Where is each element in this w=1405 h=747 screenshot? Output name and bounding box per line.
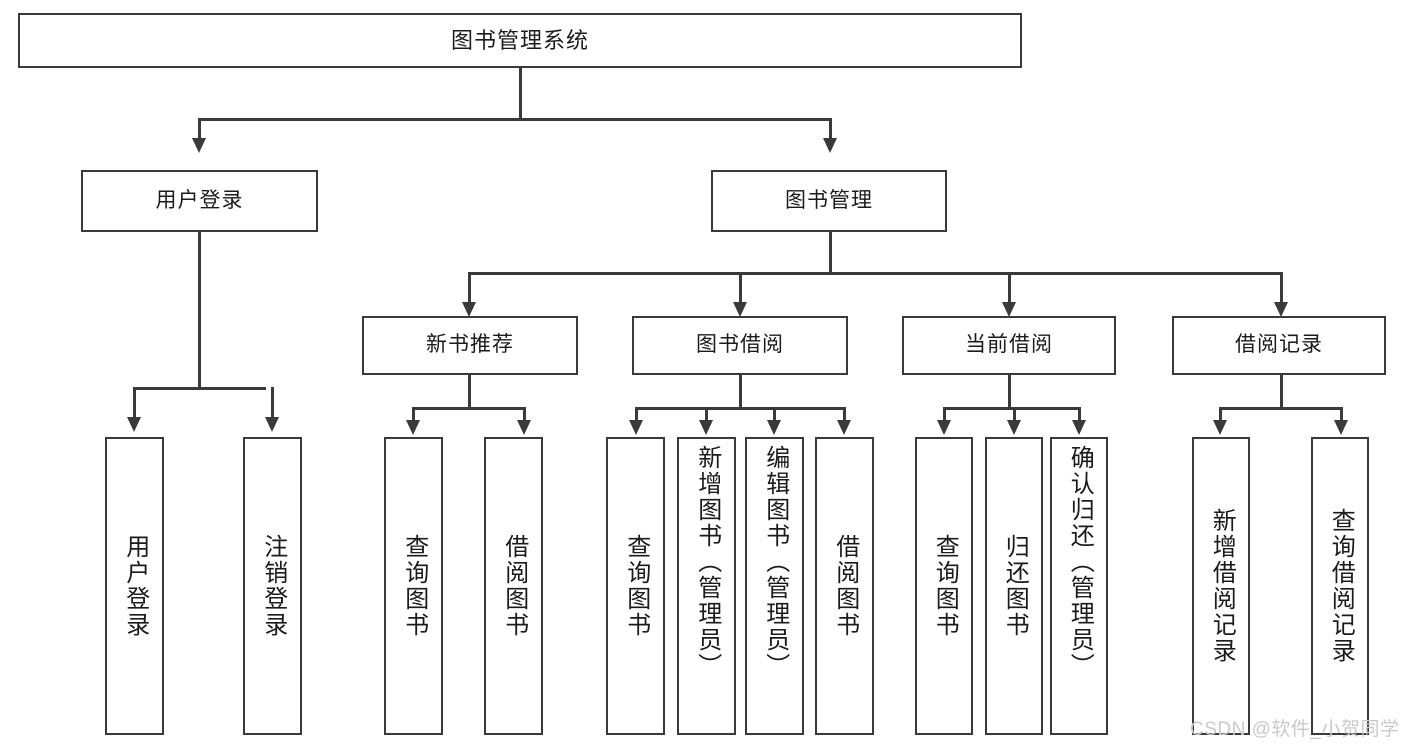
connector-user-login-stem <box>198 232 201 387</box>
node-label: 新书推荐 <box>426 333 514 357</box>
connector-new-book-drop-2 <box>523 407 526 422</box>
connector-root-stem <box>519 68 522 118</box>
leaf-query-book-recommend[interactable]: 查询图书 <box>384 437 443 735</box>
arrowhead-leaf-query-book-3 <box>937 420 951 435</box>
node-root-book-management-system[interactable]: 图书管理系统 <box>18 13 1022 68</box>
connector-current-borrow-bus <box>943 407 1079 410</box>
arrowhead-leaf-borrow-book-1 <box>517 420 531 435</box>
node-user-login[interactable]: 用户登录 <box>81 170 318 232</box>
connector-book-management-stem <box>829 232 832 272</box>
arrowhead-leaf-add-record <box>1213 420 1227 435</box>
connector-current-borrow-drop-2 <box>1013 407 1016 422</box>
arrowhead-leaf-query-record <box>1334 420 1348 435</box>
leaf-label: 用户登录 <box>121 534 149 638</box>
arrowhead-leaf-add-book <box>699 420 713 435</box>
connector-borrow-record-bus <box>1219 407 1342 410</box>
node-label: 图书管理系统 <box>450 27 589 53</box>
connector-drop-user-login <box>198 118 201 140</box>
leaf-label: 新增借阅记录 <box>1208 508 1236 664</box>
leaf-label: 查询图书 <box>400 534 428 638</box>
node-book-management[interactable]: 图书管理 <box>711 170 947 232</box>
connector-new-book-drop-1 <box>412 407 415 422</box>
leaf-user-login[interactable]: 用户登录 <box>105 437 164 735</box>
leaf-add-book-admin[interactable]: 新增图书（管理员） <box>677 437 736 735</box>
connector-level2-bus <box>198 118 832 121</box>
leaf-label: 借阅图书 <box>500 534 528 638</box>
arrowhead-book-management <box>823 138 837 153</box>
leaf-return-book[interactable]: 归还图书 <box>985 437 1043 735</box>
connector-drop-book-borrow <box>739 272 742 304</box>
arrowhead-book-borrow <box>733 302 747 317</box>
connector-drop-current-borrow <box>1008 272 1011 304</box>
arrowhead-leaf-edit-book <box>767 420 781 435</box>
leaf-add-borrow-record[interactable]: 新增借阅记录 <box>1192 437 1250 735</box>
node-label: 用户登录 <box>155 188 244 212</box>
connector-book-borrow-drop-4 <box>843 407 846 422</box>
connector-book-borrow-drop-2 <box>705 407 708 422</box>
connector-user-login-drop-1 <box>133 387 136 419</box>
leaf-label: 查询图书 <box>622 534 650 638</box>
arrowhead-leaf-confirm-return <box>1072 420 1086 435</box>
node-current-borrow[interactable]: 当前借阅 <box>902 316 1116 375</box>
arrowhead-new-book-recommend <box>462 302 476 317</box>
leaf-label: 确认归还（管理员） <box>1066 445 1094 679</box>
connector-borrow-record-drop-1 <box>1219 407 1222 422</box>
arrowhead-leaf-query-book-1 <box>406 420 420 435</box>
arrowhead-leaf-logout-login <box>265 417 279 432</box>
arrowhead-leaf-borrow-book-2 <box>837 420 851 435</box>
leaf-borrow-book[interactable]: 借阅图书 <box>815 437 874 735</box>
leaf-label: 借阅图书 <box>831 534 859 638</box>
connector-new-book-bus <box>412 407 525 410</box>
arrowhead-user-login <box>192 138 206 153</box>
connector-book-borrow-stem <box>739 375 742 407</box>
leaf-edit-book-admin[interactable]: 编辑图书（管理员） <box>745 437 804 735</box>
leaf-label: 编辑图书（管理员） <box>761 445 789 679</box>
arrowhead-leaf-query-book-2 <box>629 420 643 435</box>
connector-borrow-record-stem <box>1280 375 1283 407</box>
connector-drop-book-management <box>829 118 832 140</box>
leaf-label: 查询图书 <box>931 534 959 638</box>
arrowhead-borrow-record <box>1274 302 1288 317</box>
connector-current-borrow-drop-1 <box>943 407 946 422</box>
leaf-label: 归还图书 <box>1001 534 1029 638</box>
arrowhead-leaf-user-login <box>127 417 141 432</box>
connector-user-login-bus <box>133 387 266 390</box>
node-label: 当前借阅 <box>965 333 1053 357</box>
arrowhead-leaf-return-book <box>1007 420 1021 435</box>
connector-level3-bus <box>468 272 1280 275</box>
connector-book-borrow-drop-1 <box>635 407 638 422</box>
node-book-borrow[interactable]: 图书借阅 <box>632 316 848 375</box>
csdn-watermark: CSDN @软件_小贺同学 <box>1190 719 1400 740</box>
connector-current-borrow-stem <box>1008 375 1011 407</box>
connector-book-borrow-drop-3 <box>773 407 776 422</box>
leaf-query-book-borrow[interactable]: 查询图书 <box>606 437 665 735</box>
leaf-logout-login[interactable]: 注销登录 <box>243 437 302 735</box>
leaf-label: 注销登录 <box>259 534 287 638</box>
connector-user-login-drop-2 <box>271 387 274 419</box>
leaf-borrow-book-recommend[interactable]: 借阅图书 <box>484 437 543 735</box>
node-label: 图书管理 <box>785 188 873 212</box>
connector-new-book-stem <box>468 375 471 407</box>
node-borrow-record[interactable]: 借阅记录 <box>1172 316 1386 375</box>
leaf-query-borrow-record[interactable]: 查询借阅记录 <box>1311 437 1369 735</box>
connector-drop-borrow-record <box>1280 272 1283 304</box>
node-label: 借阅记录 <box>1235 333 1323 357</box>
connector-borrow-record-drop-2 <box>1340 407 1343 422</box>
leaf-label: 新增图书（管理员） <box>693 445 721 679</box>
node-label: 图书借阅 <box>696 333 784 357</box>
arrowhead-current-borrow <box>1002 302 1016 317</box>
connector-drop-new-book <box>468 272 471 304</box>
leaf-confirm-return-admin[interactable]: 确认归还（管理员） <box>1050 437 1108 735</box>
connector-book-borrow-bus <box>635 407 845 410</box>
connector-current-borrow-drop-3 <box>1078 407 1081 422</box>
node-new-book-recommend[interactable]: 新书推荐 <box>362 316 578 375</box>
leaf-query-book-current[interactable]: 查询图书 <box>915 437 973 735</box>
leaf-label: 查询借阅记录 <box>1327 508 1355 664</box>
